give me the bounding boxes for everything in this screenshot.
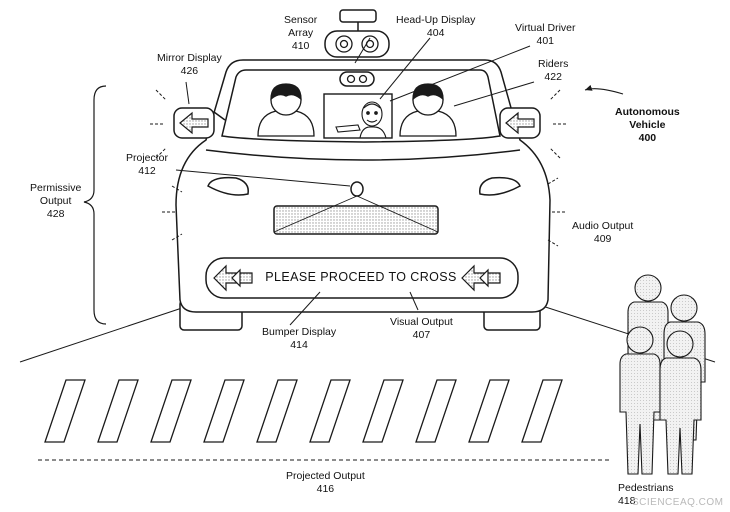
label-pedestrians-number: 418	[618, 495, 636, 507]
label-sensor-array-name-1: Sensor	[284, 14, 318, 26]
label-audio-output-name: Audio Output	[572, 220, 634, 232]
crosswalk-stripe	[362, 379, 404, 443]
crosswalk-stripe	[468, 379, 510, 443]
projector-rays	[273, 195, 439, 233]
pedestrian	[659, 330, 702, 475]
crosswalk-stripe	[97, 379, 139, 443]
label-bumper-display-name: Bumper Display	[262, 326, 337, 338]
crosswalk-stripe	[521, 379, 563, 443]
label-autonomous-vehicle-name-1: Autonomous	[615, 106, 680, 118]
label-autonomous-vehicle-name-2: Vehicle	[629, 119, 666, 131]
crosswalk-stripe	[150, 379, 192, 443]
label-projector-number: 412	[138, 165, 156, 177]
label-bumper-display-number: 414	[290, 339, 308, 351]
label-bumper-display: Bumper Display 414	[262, 326, 336, 352]
rider-right	[399, 83, 457, 137]
sensor-lenses	[335, 35, 379, 84]
watermark: SCIENCEAQ.COM	[632, 497, 724, 508]
pedestrian	[619, 326, 661, 475]
hood-line	[205, 149, 521, 161]
label-visual-output-number: 407	[412, 329, 431, 341]
crosswalk-stripe	[203, 379, 245, 443]
label-projected-output-number: 416	[316, 483, 335, 495]
label-riders: Riders 422	[538, 58, 568, 84]
crosswalk-stripe	[44, 379, 86, 443]
label-projector-name: Projector	[126, 152, 169, 164]
crosswalk-stripe	[256, 379, 298, 443]
label-permissive-output-name-1: Permissive	[30, 182, 82, 194]
label-autonomous-vehicle: Autonomous Vehicle 400	[615, 106, 680, 145]
label-riders-name: Riders	[538, 58, 569, 70]
vehicle-pointer-arrow	[584, 84, 624, 95]
label-head-up-display-name: Head-Up Display	[396, 14, 476, 26]
pedestrians	[619, 274, 706, 475]
label-visual-output-name: Visual Output	[390, 316, 453, 328]
label-permissive-output: Permissive Output 428	[30, 182, 81, 221]
bumper-display	[205, 257, 519, 299]
label-autonomous-vehicle-number: 400	[638, 132, 657, 144]
label-pedestrians: Pedestrians 418	[618, 482, 673, 508]
emission-marks	[150, 89, 566, 247]
label-visual-output: Visual Output 407	[390, 316, 453, 342]
leader-lines	[175, 37, 535, 326]
label-mirror-display-number: 426	[180, 65, 199, 77]
label-virtual-driver: Virtual Driver 401	[515, 22, 576, 48]
label-projector: Projector 412	[126, 152, 168, 178]
label-riders-number: 422	[544, 71, 562, 83]
label-audio-output: Audio Output 409	[572, 220, 633, 246]
head-up-display	[323, 93, 393, 139]
mirror-arrows	[179, 111, 535, 135]
label-projected-output: Projected Output 416	[286, 470, 365, 496]
label-mirror-display-name: Mirror Display	[157, 52, 222, 64]
label-permissive-output-number: 428	[46, 208, 65, 220]
label-virtual-driver-number: 401	[536, 35, 555, 47]
label-sensor-array: Sensor Array 410	[284, 14, 317, 53]
label-audio-output-number: 409	[593, 233, 612, 245]
crosswalk-stripe	[415, 379, 457, 443]
bumper-arrows	[213, 264, 501, 292]
label-sensor-array-number: 410	[291, 40, 310, 52]
permissive-output-brace	[83, 85, 107, 325]
left-headlight	[207, 176, 249, 196]
label-sensor-array-name-2: Array	[288, 27, 314, 39]
right-headlight	[479, 176, 521, 196]
rider-left	[257, 83, 315, 137]
windshield-sensor	[339, 71, 375, 87]
label-projected-output-name: Projected Output	[286, 470, 365, 482]
label-virtual-driver-name: Virtual Driver	[515, 22, 576, 34]
label-pedestrians-name: Pedestrians	[618, 482, 674, 494]
virtual-driver	[335, 101, 387, 139]
bumper-message: PLEASE PROCEED TO CROSS	[265, 270, 457, 284]
label-head-up-display-number: 404	[426, 27, 445, 39]
label-mirror-display: Mirror Display 426	[157, 52, 222, 78]
front-grille	[273, 205, 439, 235]
projector	[350, 181, 364, 197]
sensor-array	[324, 30, 390, 58]
crosswalk-stripe	[309, 379, 351, 443]
left-mirror-arrow	[179, 111, 209, 135]
right-mirror-arrow	[505, 111, 535, 135]
label-head-up-display: Head-Up Display 404	[396, 14, 475, 40]
sensor-dome	[339, 9, 377, 23]
label-permissive-output-name-2: Output	[39, 195, 72, 207]
crosswalk	[44, 379, 563, 443]
